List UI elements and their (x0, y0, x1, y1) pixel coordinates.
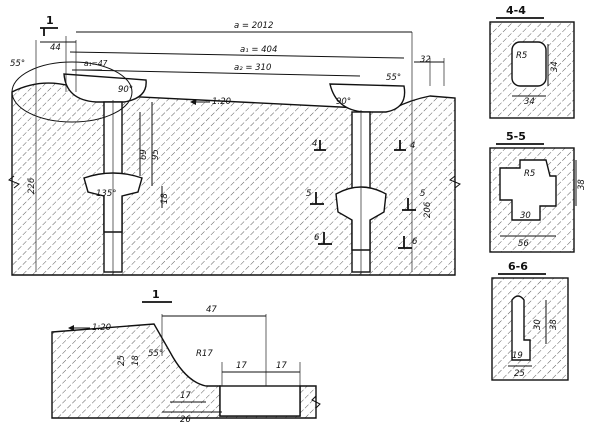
angle-90-left: 90° (118, 85, 133, 95)
detail-slope: 1:20 (92, 323, 111, 333)
dim-226: 226 (27, 177, 37, 194)
section-4-cavity (511, 41, 547, 87)
section-5-r5: R5 (524, 169, 535, 179)
detail-slab (51, 323, 317, 419)
section-6-6: 6-6 30 38 19 25 (491, 260, 569, 381)
detail-dim-47: 47 (206, 305, 217, 315)
section-6-dim-25: 25 (514, 369, 525, 379)
section-5-cavity (499, 159, 557, 221)
section-6-dim-19: 19 (512, 351, 523, 361)
detail-dim-25: 25 (117, 355, 127, 366)
cut-5-right: 5 (420, 189, 425, 199)
angle-55-right: 55° (386, 73, 401, 83)
detail-angle-55: 55° (148, 349, 163, 359)
section-5-dim-38: 38 (577, 179, 587, 190)
dim-a2: a₂ = 310 (234, 63, 271, 73)
section-6-dim-38: 38 (549, 319, 559, 330)
cut-6-right: 6 (412, 237, 418, 247)
cut-4-right: 4 (410, 141, 415, 151)
section-6-title: 6-6 (508, 260, 528, 273)
section-6-body (491, 277, 569, 381)
detail-dim-17c: 17 (276, 361, 287, 371)
cut-6-left: 6 (314, 233, 320, 243)
angle-135: 135° (96, 189, 116, 199)
detail-slot (219, 385, 301, 417)
dim-a: a = 2012 (234, 21, 273, 31)
detail-callout-ellipse (11, 61, 133, 123)
right-gutter (329, 83, 406, 113)
section-mark-1: 1 (46, 14, 54, 27)
detail-r17: R17 (196, 349, 213, 359)
dim-32: 32 (420, 55, 431, 65)
section-4-dim-34h: 34 (524, 97, 535, 107)
slope-main: 1:20 (212, 97, 231, 107)
cut-marks (310, 140, 416, 249)
section-4-r5: R5 (516, 51, 527, 61)
section-5-5: 5-5 R5 38 30 56 (489, 130, 587, 253)
section-6-cavity (511, 295, 531, 361)
dim-44: 44 (50, 43, 61, 53)
dim-95: 95 (151, 149, 161, 160)
detail-1: 1 47 1:20 R17 55° 25 18 17 26 17 17 (51, 288, 321, 425)
cut-5-left: 5 (306, 189, 311, 199)
section-4-title: 4-4 (506, 4, 526, 17)
dim-206: 206 (423, 201, 433, 218)
section-4-4: 4-4 R5 34 34 (489, 4, 575, 119)
dim-a-left: a₁=47 (84, 59, 108, 68)
detail-dim-18: 18 (131, 355, 141, 366)
detail-dim-17b: 17 (236, 361, 247, 371)
detail-dim-26: 26 (180, 415, 191, 425)
dim-69: 69 (139, 149, 149, 160)
section-5-dim-30: 30 (520, 211, 531, 221)
dim-18: 18 (160, 193, 170, 204)
angle-55-left: 55° (10, 59, 25, 69)
section-6-dim-30: 30 (533, 319, 543, 330)
section-4-dim-34v: 34 (550, 61, 560, 72)
section-5-title: 5-5 (506, 130, 526, 143)
detail-1-title: 1 (152, 288, 160, 301)
dim-a1: a₁ = 404 (240, 45, 277, 55)
cut-4-left: 4 (312, 139, 317, 149)
main-view: 1 a = 2012 a₁ = 404 a₂ = 310 a₁=47 44 32… (8, 14, 461, 276)
angle-90-right: 90° (336, 97, 351, 107)
detail-dim-17a: 17 (180, 391, 191, 401)
left-gutter (63, 73, 147, 103)
section-5-dim-56: 56 (518, 239, 529, 249)
